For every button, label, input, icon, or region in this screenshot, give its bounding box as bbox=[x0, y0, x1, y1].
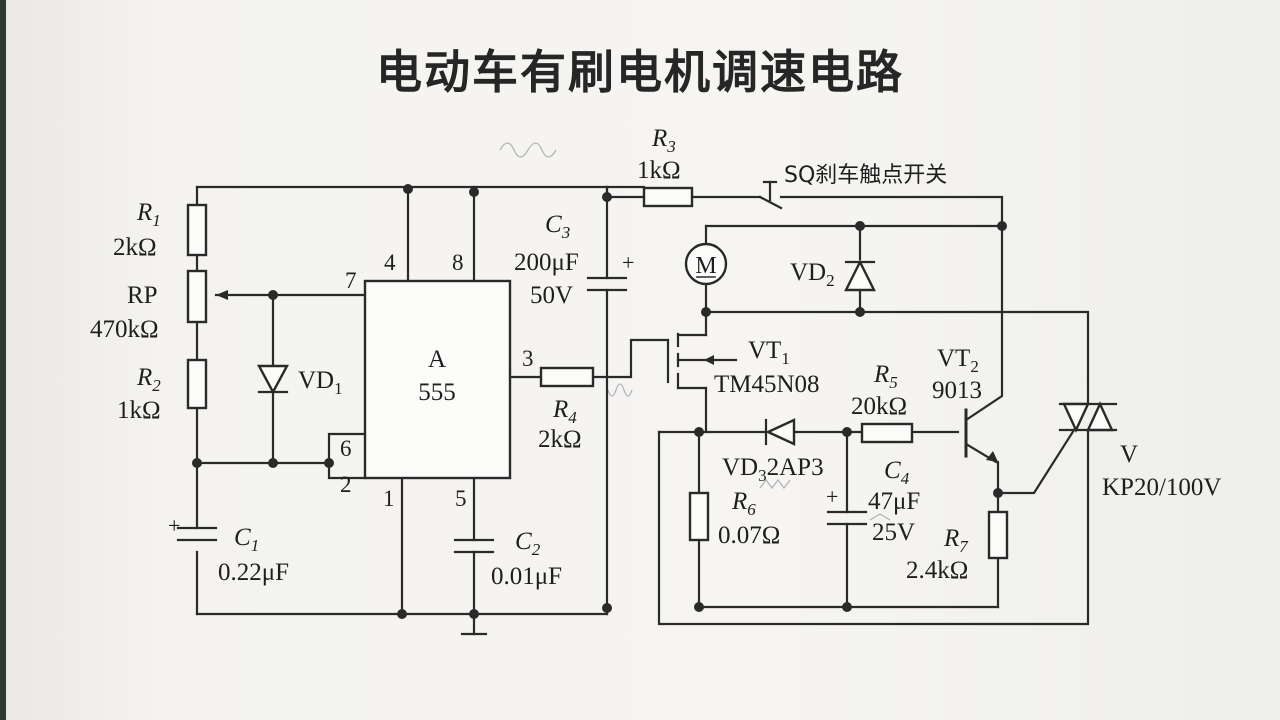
page-edge bbox=[0, 0, 6, 720]
c4-value: 47μF bbox=[868, 488, 920, 515]
resistor-r1 bbox=[186, 203, 208, 257]
triac-v bbox=[1058, 401, 1118, 433]
c1-ref: C1 bbox=[234, 524, 259, 555]
resistor-r5 bbox=[860, 422, 914, 444]
resistor-r7 bbox=[987, 510, 1009, 560]
r6-value: 0.07Ω bbox=[718, 522, 780, 549]
r3-ref: R3 bbox=[651, 125, 676, 156]
pin-7: 7 bbox=[345, 268, 357, 293]
diode-vd3 bbox=[764, 418, 796, 446]
vd2-ref: VD2 bbox=[790, 259, 835, 290]
resistor-r6 bbox=[688, 491, 710, 542]
r4-ref: R4 bbox=[552, 396, 577, 427]
vt1-part: TM45N08 bbox=[714, 371, 820, 398]
c3-value: 200μF bbox=[514, 249, 579, 276]
pin-5: 5 bbox=[455, 486, 467, 511]
r1-value: 2kΩ bbox=[113, 234, 157, 261]
r1-ref: R1 bbox=[136, 199, 161, 230]
pin-2: 2 bbox=[340, 472, 352, 497]
vd3-ref: VD32AP3 bbox=[722, 454, 824, 485]
ic-part: 555 bbox=[418, 379, 456, 406]
r5-value: 20kΩ bbox=[851, 393, 907, 420]
pin-3: 3 bbox=[522, 346, 534, 371]
resistor-r4 bbox=[539, 366, 595, 388]
junctions bbox=[192, 184, 1007, 619]
vd1-ref: VD1 bbox=[298, 367, 343, 398]
v-part: KP20/100V bbox=[1102, 474, 1221, 501]
vt2-ref: VT2 bbox=[937, 345, 979, 376]
r2-value: 1kΩ bbox=[117, 397, 161, 424]
rp-wiper-arrow bbox=[216, 290, 228, 300]
vt2-part: 9013 bbox=[932, 377, 982, 404]
r7-value: 2.4kΩ bbox=[906, 557, 968, 584]
c2-value: 0.01μF bbox=[491, 563, 562, 590]
r4-value: 2kΩ bbox=[538, 426, 582, 453]
pin-4: 4 bbox=[384, 250, 396, 275]
mosfet-vt1 bbox=[666, 332, 738, 390]
transistor-vt2 bbox=[964, 408, 998, 462]
r7-ref: R7 bbox=[943, 525, 969, 556]
r2-ref: R2 bbox=[136, 364, 161, 395]
pin-6: 6 bbox=[340, 436, 352, 461]
diagram-title: 电动车有刷电机调速电路 bbox=[376, 45, 904, 99]
c4-polarity: + bbox=[826, 484, 838, 509]
diode-vd1 bbox=[256, 364, 290, 395]
pin-1: 1 bbox=[383, 486, 395, 511]
c1-polarity: + bbox=[168, 513, 180, 538]
vt1-ref: VT1 bbox=[748, 337, 790, 368]
c2-ref: C2 bbox=[515, 528, 541, 559]
c4-voltage: 25V bbox=[872, 519, 915, 546]
potentiometer-rp bbox=[186, 269, 208, 324]
ic-ref: A bbox=[428, 346, 446, 373]
r6-ref: R6 bbox=[731, 488, 756, 519]
diode-vd2 bbox=[844, 259, 876, 292]
motor-m: M bbox=[684, 242, 728, 286]
motor-label: M bbox=[695, 253, 716, 279]
wires bbox=[195, 185, 1090, 636]
c3-ref: C3 bbox=[545, 211, 570, 242]
v-ref: V bbox=[1120, 441, 1138, 468]
c3-polarity: + bbox=[622, 250, 634, 275]
ic-555 bbox=[363, 279, 512, 480]
capacitor-c2 bbox=[453, 538, 495, 554]
pencil-annotations bbox=[499, 142, 891, 521]
c4-ref: C4 bbox=[884, 457, 910, 488]
switch-sq bbox=[758, 180, 783, 210]
c1-value: 0.22μF bbox=[218, 559, 289, 586]
r3-value: 1kΩ bbox=[637, 157, 681, 184]
sq-label: SQ刹车触点开关 bbox=[784, 163, 947, 188]
r5-ref: R5 bbox=[873, 361, 898, 392]
resistor-r2 bbox=[186, 358, 208, 410]
resistor-r3 bbox=[642, 186, 694, 208]
capacitor-c4 bbox=[826, 510, 868, 526]
capacitor-c3 bbox=[586, 276, 628, 292]
rp-value: 470kΩ bbox=[90, 316, 159, 343]
pin-8: 8 bbox=[452, 250, 464, 275]
c3-voltage: 50V bbox=[530, 282, 573, 309]
rp-ref: RP bbox=[127, 282, 158, 309]
capacitor-c1 bbox=[176, 526, 218, 542]
